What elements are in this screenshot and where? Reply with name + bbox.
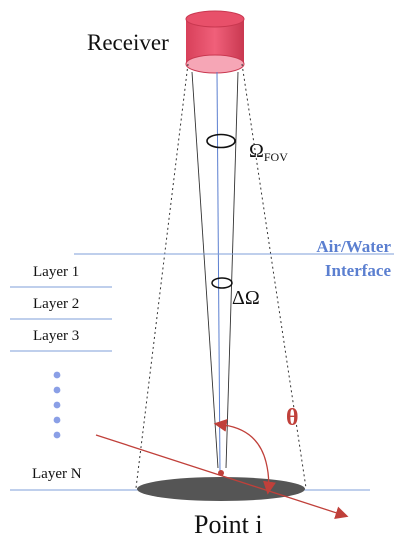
layer-n-label: Layer N xyxy=(32,466,82,482)
fov-subscript: FOV xyxy=(263,150,288,164)
outer-cone-dashed xyxy=(135,63,307,489)
interface-label-line2: Interface xyxy=(324,261,391,280)
delta-omega-label: ΔΩ xyxy=(232,287,260,309)
ray-line xyxy=(95,434,349,519)
fov-cone xyxy=(191,71,239,469)
receiver-label: Receiver xyxy=(87,30,169,55)
footprint-ellipse xyxy=(137,477,305,501)
fov-ellipse xyxy=(206,133,236,149)
center-axis xyxy=(216,71,221,474)
delta-omega-ellipse xyxy=(211,277,233,289)
layer-3-label: Layer 3 xyxy=(33,328,80,344)
layer-1-label: Layer 1 xyxy=(33,264,80,280)
layer-ellipsis-dots xyxy=(53,371,61,439)
interface-label-line1: Air/Water xyxy=(316,237,391,256)
layer-separators xyxy=(10,286,370,491)
omega-fov-label: ΩFOV xyxy=(249,140,288,165)
air-water-interface-label: Air/Water Interface xyxy=(316,235,391,283)
layer-2-label: Layer 2 xyxy=(33,296,80,312)
theta-arc xyxy=(213,418,276,495)
receiver-cylinder xyxy=(185,10,245,74)
omega-symbol: Ω xyxy=(249,140,264,162)
theta-label: θ xyxy=(286,405,299,431)
point-i-label: Point i xyxy=(194,510,263,539)
